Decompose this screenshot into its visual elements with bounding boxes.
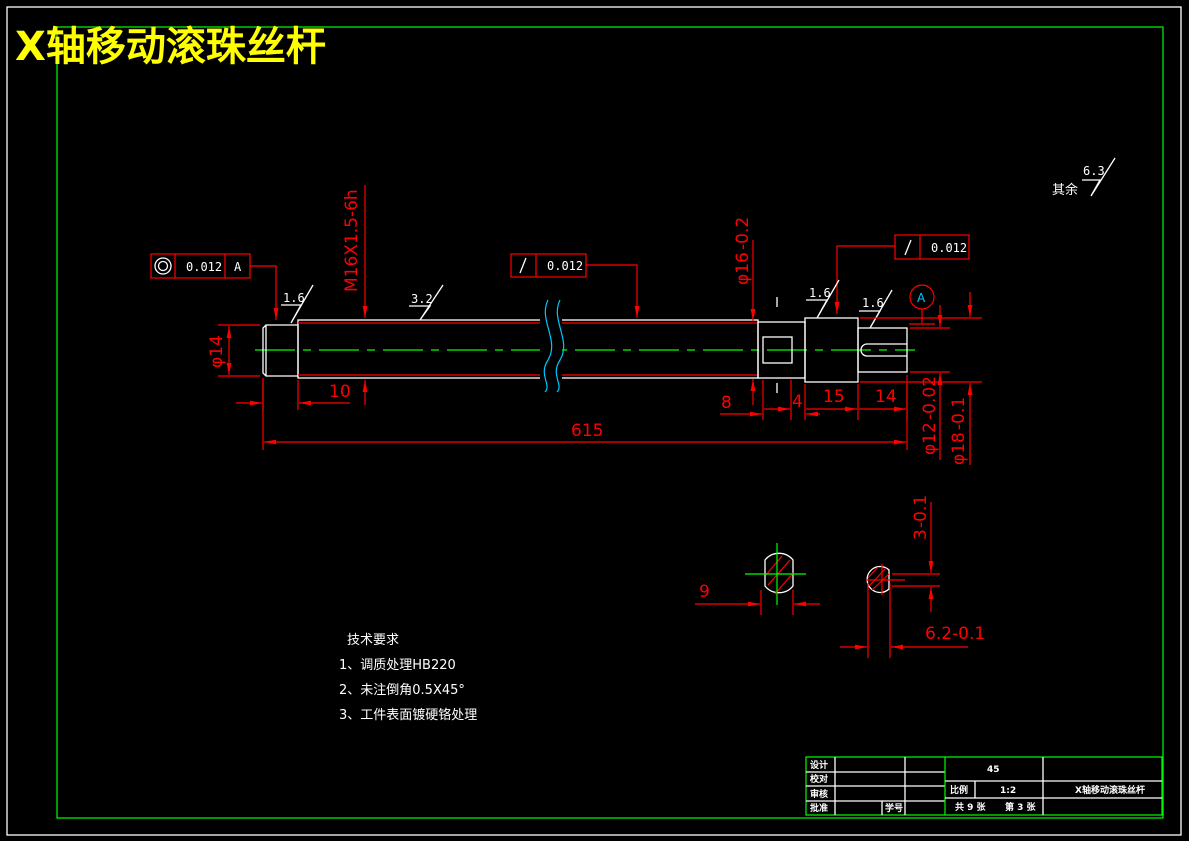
runout-tolerance-right: 0.012 (834, 234, 970, 314)
roughness-left: 1.6 (281, 284, 314, 324)
section-flats: 9 (695, 543, 820, 615)
svg-text:1.6: 1.6 (809, 286, 831, 300)
tech-requirements: 技术要求 1、调质处理HB220 2、未注倒角0.5X45° 3、工件表面镀硬铬… (339, 633, 477, 723)
section-keyway: 3 -0.1 6.2 -0.1 (840, 495, 985, 658)
svg-text:3.2: 3.2 (411, 292, 433, 306)
runout-tolerance-middle: 0.012 (510, 253, 640, 318)
svg-text:A: A (917, 291, 926, 305)
svg-text:615: 615 (571, 421, 603, 441)
dim-dia-12: φ12 -0.02 (910, 305, 950, 460)
concentricity-icon (154, 257, 172, 275)
svg-text:15: 15 (823, 387, 845, 407)
svg-text:1、调质处理HB220: 1、调质处理HB220 (339, 658, 456, 673)
roughness-collar: 1.6 (806, 279, 840, 319)
svg-text:审核: 审核 (810, 788, 828, 800)
svg-text:-0.02: -0.02 (920, 376, 940, 420)
runout-icon (519, 257, 527, 274)
svg-text:0.012: 0.012 (547, 259, 583, 273)
svg-text:-0.1: -0.1 (911, 495, 931, 528)
svg-text:共 9 张: 共 9 张 (955, 801, 987, 813)
svg-text:第 3 张: 第 3 张 (1005, 801, 1037, 813)
svg-text:10: 10 (329, 382, 351, 402)
svg-text:4: 4 (792, 392, 803, 412)
drawing-frame (56, 26, 1164, 819)
general-roughness: 其余 6.3 (1052, 157, 1116, 198)
concentricity-tolerance: 0.012 A (150, 253, 279, 320)
dim-small-steps: 8 4 15 14 (720, 380, 908, 420)
svg-text:X轴移动滚珠丝杆: X轴移动滚珠丝杆 (1075, 784, 1145, 796)
dim-615: 615 (262, 375, 908, 450)
svg-text:3、工件表面镀硬铬处理: 3、工件表面镀硬铬处理 (339, 707, 477, 723)
dim-dia-14: φ14 (207, 324, 260, 377)
svg-text:-0.2: -0.2 (733, 217, 753, 250)
svg-text:M16X1.5-6h: M16X1.5-6h (342, 189, 362, 292)
svg-text:45: 45 (987, 765, 1000, 775)
svg-text:A: A (234, 260, 242, 274)
dim-dia-16: φ16 -0.2 (733, 217, 756, 405)
runout-icon (904, 239, 912, 256)
svg-text:14: 14 (875, 387, 897, 407)
svg-text:比例: 比例 (950, 784, 968, 796)
svg-text:1:2: 1:2 (1000, 786, 1016, 796)
svg-text:其余: 其余 (1052, 182, 1078, 198)
svg-text:6.2: 6.2 (925, 624, 952, 644)
shaft (262, 297, 908, 393)
svg-text:φ14: φ14 (207, 335, 227, 368)
svg-text:φ18: φ18 (949, 432, 969, 465)
outer-border (6, 6, 1182, 836)
roughness-right: 1.6 (859, 289, 893, 329)
svg-text:技术要求: 技术要求 (347, 633, 399, 648)
svg-text:0.012: 0.012 (931, 241, 967, 255)
drawing-title: X轴移动滚珠丝杆 (15, 24, 326, 70)
dim-dia-18: φ18 -0.1 (860, 292, 982, 465)
svg-text:1.6: 1.6 (283, 291, 305, 305)
svg-text:1.6: 1.6 (862, 296, 884, 310)
svg-text:6.3: 6.3 (1083, 164, 1105, 178)
svg-text:校对: 校对 (810, 773, 828, 785)
svg-text:3: 3 (911, 529, 931, 540)
dim-10: 10 (236, 378, 351, 410)
dim-thread: M16X1.5-6h (342, 185, 368, 405)
svg-text:9: 9 (699, 582, 710, 602)
svg-text:φ12: φ12 (920, 422, 940, 455)
svg-text:0.012: 0.012 (186, 260, 222, 274)
svg-text:学号: 学号 (885, 802, 903, 814)
datum-a: A (909, 284, 935, 325)
svg-text:φ16: φ16 (733, 252, 753, 285)
break-line (543, 299, 553, 393)
svg-text:2、未注倒角0.5X45°: 2、未注倒角0.5X45° (339, 683, 465, 698)
roughness-thread: 3.2 (409, 284, 444, 321)
svg-text:设计: 设计 (810, 759, 828, 771)
svg-text:批准: 批准 (810, 802, 828, 814)
svg-text:8: 8 (721, 393, 732, 413)
svg-text:-0.1: -0.1 (952, 624, 985, 644)
svg-text:-0.1: -0.1 (949, 397, 969, 430)
title-block: 设计 校对 审核 批准 学号 45 比例 1:2 X轴移动滚珠丝杆 共 9 张 … (805, 756, 1163, 816)
